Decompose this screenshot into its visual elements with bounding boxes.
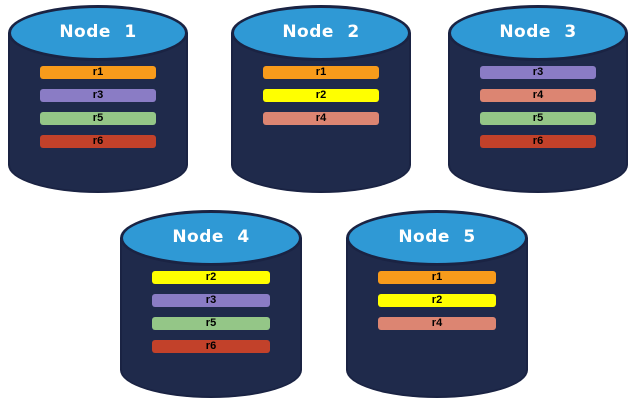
replica-bar: r1 <box>40 66 156 79</box>
replica-label: r5 <box>205 317 217 329</box>
replica-bar: r6 <box>480 135 596 148</box>
replica-bar: r6 <box>40 135 156 148</box>
replica-bar: r5 <box>480 112 596 125</box>
replica-label: r6 <box>532 135 544 147</box>
replica-label: r2 <box>205 271 217 283</box>
replica-list: r1 r2 r4 <box>378 271 496 340</box>
cylinder-top: Node 1 <box>8 5 188 61</box>
replica-bar: r6 <box>152 340 270 353</box>
replica-bar: r3 <box>480 66 596 79</box>
node-title: Node 1 <box>59 22 137 42</box>
replica-bar: r3 <box>40 89 156 102</box>
replica-label: r4 <box>532 89 544 101</box>
replica-label: r4 <box>315 112 327 124</box>
node-title: Node 2 <box>282 22 360 42</box>
replica-list: r1 r3 r5 r6 <box>40 66 156 158</box>
replica-bar: r4 <box>480 89 596 102</box>
replica-label: r2 <box>431 294 443 306</box>
replica-label: r2 <box>315 89 327 101</box>
replica-bar: r2 <box>378 294 496 307</box>
replica-bar: r2 <box>263 89 379 102</box>
cylinder-top: Node 4 <box>120 210 302 266</box>
cylinder-top: Node 2 <box>231 5 411 61</box>
node-4: Node 4 r2 r3 r5 r6 <box>120 210 302 400</box>
replica-list: r2 r3 r5 r6 <box>152 271 270 363</box>
replica-list: r3 r4 r5 r6 <box>480 66 596 158</box>
cylinder-top: Node 5 <box>346 210 528 266</box>
node-title: Node 4 <box>172 227 250 247</box>
replica-label: r6 <box>205 340 217 352</box>
replica-label: r3 <box>92 89 104 101</box>
replica-bar: r5 <box>40 112 156 125</box>
replica-label: r6 <box>92 135 104 147</box>
replica-label: r1 <box>431 271 443 283</box>
replica-list: r1 r2 r4 <box>263 66 379 135</box>
replica-bar: r5 <box>152 317 270 330</box>
node-5: Node 5 r1 r2 r4 <box>346 210 528 400</box>
replica-label: r3 <box>205 294 217 306</box>
replica-label: r3 <box>532 66 544 78</box>
node-1: Node 1 r1 r3 r5 r6 <box>8 5 188 195</box>
cylinder-top: Node 3 <box>448 5 628 61</box>
node-3: Node 3 r3 r4 r5 r6 <box>448 5 628 195</box>
replica-label: r1 <box>315 66 327 78</box>
replica-label: r5 <box>92 112 104 124</box>
node-title: Node 3 <box>499 22 577 42</box>
replica-label: r4 <box>431 317 443 329</box>
replica-bar: r4 <box>263 112 379 125</box>
replica-label: r5 <box>532 112 544 124</box>
node-2: Node 2 r1 r2 r4 <box>231 5 411 195</box>
replica-bar: r2 <box>152 271 270 284</box>
replica-bar: r3 <box>152 294 270 307</box>
replica-label: r1 <box>92 66 104 78</box>
node-title: Node 5 <box>398 227 476 247</box>
replica-bar: r4 <box>378 317 496 330</box>
replica-bar: r1 <box>378 271 496 284</box>
replica-bar: r1 <box>263 66 379 79</box>
